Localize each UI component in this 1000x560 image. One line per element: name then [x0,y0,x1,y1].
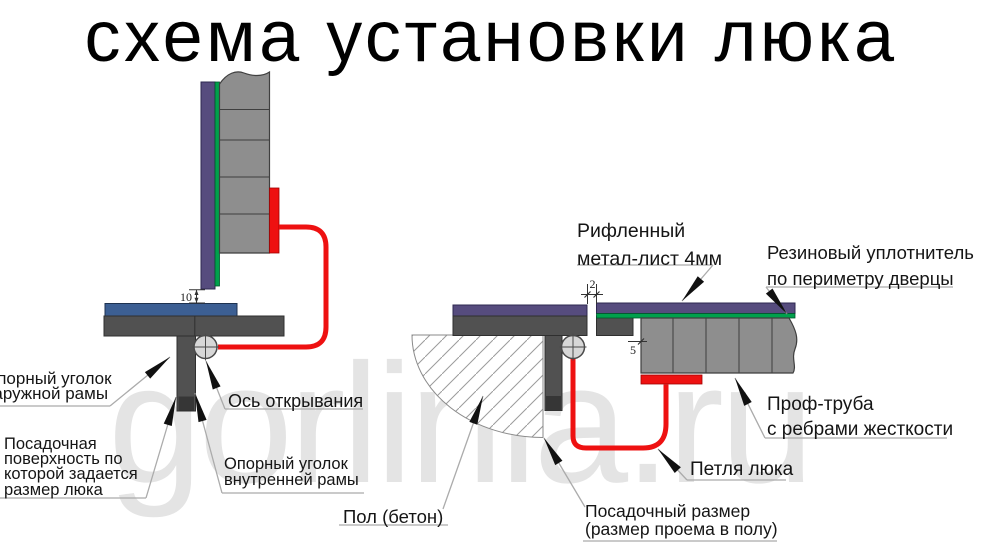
hinge-curve-left [218,224,329,350]
left-view [103,70,329,412]
dimension-2: 2 [589,277,596,291]
leader-rubber [765,286,788,315]
frame-stem-tip-left [178,396,194,411]
label-seat-size: Посадочный размер (размер проема в полу) [585,501,778,539]
door-sheet-closed [596,302,796,314]
leader-axis [205,360,226,410]
label-outer-frame-angle: Опорный уголок наружной рамы [0,369,112,403]
leader-outer [109,356,171,407]
dim5-marks [628,338,647,345]
label-floor-concrete: Пол (бетон) [343,506,444,527]
leader-inner [194,392,223,494]
hinge-plate-closed [640,374,703,385]
hinge-axis-cross-left [192,333,219,361]
hinge-curve-right [570,355,669,451]
label-profile-tube: Проф-труба с ребрами жесткости [767,394,954,440]
page-title: схема установки люка [84,0,898,77]
hinge-axis-cross-right [559,333,587,361]
tube-ribs-closed [672,318,773,373]
label-rubber-seal: Резиновый уплотнитель по периметру дверц… [767,242,974,289]
leader-lines [0,264,953,542]
leader-seat-size [543,437,586,508]
frame-stem-tip-right [546,396,561,411]
leader-tube [734,377,766,439]
seat-surface-bar [104,303,238,317]
dimension-5: 5 [630,343,636,357]
frame-sheet-right [452,304,588,317]
outer-frame-angle-right [452,315,588,336]
label-opening-axis: Ось открывания [228,391,364,411]
leader-sheet [681,264,714,302]
rubber-seal-open [214,81,220,287]
door-sheet-open [200,81,216,290]
label-seat-surface: Посадочная поверхность по которой задает… [4,435,138,499]
label-metal-sheet: Рифленный метал-лист 4мм [577,220,723,270]
dim2-marks [581,284,603,304]
leader-seat-surface [145,396,177,499]
hinge-plate-open [269,187,280,254]
leader-hinge [657,448,688,481]
label-inner-frame-angle: Опорный уголок внутренней рамы [224,455,359,489]
dim10-marks [189,289,205,304]
frame-stem-left [176,335,196,412]
label-hatch-hinge: Петля люка [690,459,794,480]
profile-tube-closed [640,317,798,374]
outer-frame-angle-left [103,315,285,337]
inner-frame-angle-right [596,315,634,336]
rubber-seal-closed [596,313,796,319]
leader-floor [442,395,484,510]
right-view [411,284,798,451]
concrete-hatch [411,334,544,439]
dimension-10: 10 [180,290,192,304]
profile-tube-open [218,70,271,254]
tube-ribs-open [219,109,270,215]
